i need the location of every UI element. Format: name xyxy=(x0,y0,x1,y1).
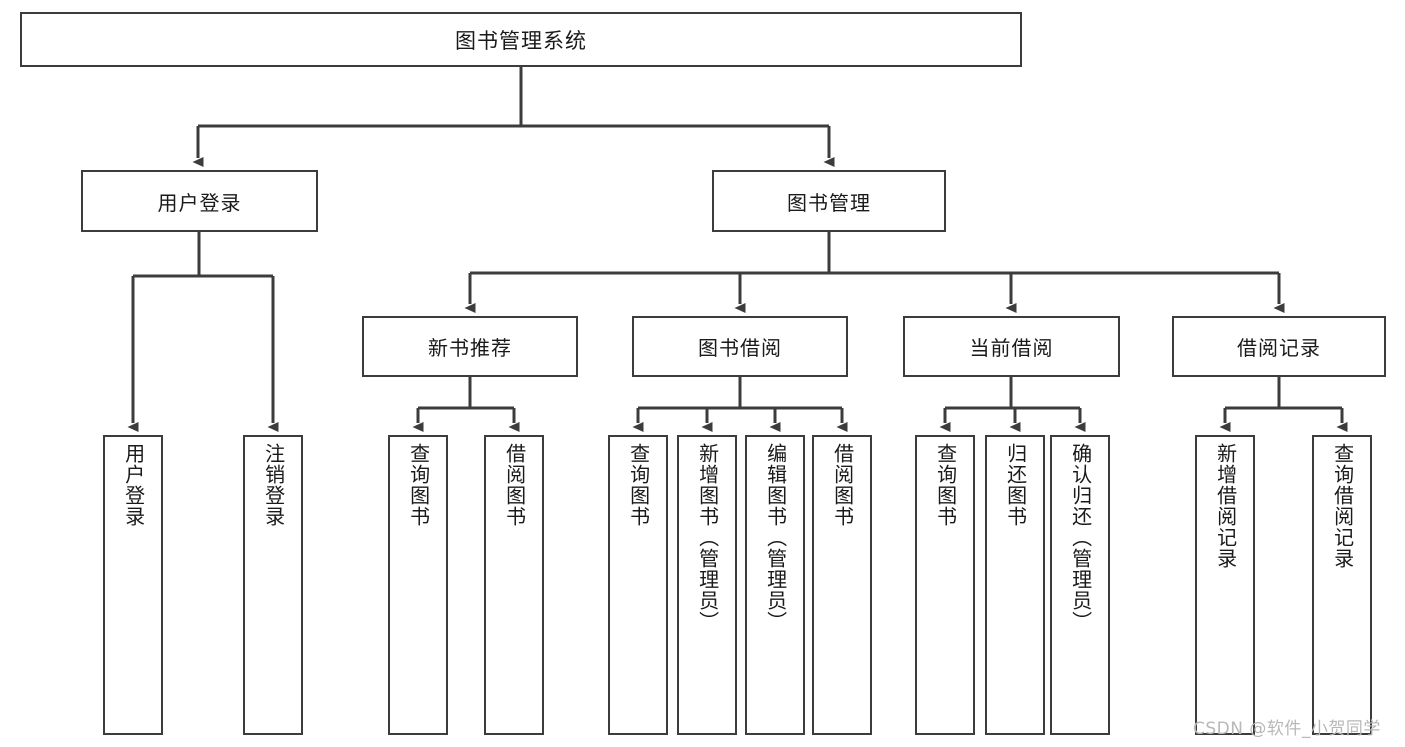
leaf-borrow-book-recommend-label: 借阅图书 xyxy=(502,443,527,527)
leaf-query-book-recommend-label: 查询图书 xyxy=(406,443,431,527)
node-borrow-record[interactable]: 借阅记录 xyxy=(1172,316,1386,377)
leaf-add-borrow-record-label: 新增借阅记录 xyxy=(1213,443,1238,569)
leaf-confirm-return-admin-label: 确认归还（管理员） xyxy=(1068,443,1093,632)
node-current-borrow[interactable]: 当前借阅 xyxy=(903,316,1120,377)
node-borrow-record-label: 借阅记录 xyxy=(1237,336,1321,360)
leaf-edit-book-admin[interactable]: 编辑图书（管理员） xyxy=(745,435,805,735)
node-book-borrow[interactable]: 图书借阅 xyxy=(632,316,848,377)
leaf-borrow-book-label: 借阅图书 xyxy=(830,443,855,527)
leaf-add-borrow-record[interactable]: 新增借阅记录 xyxy=(1195,435,1255,735)
node-root-label: 图书管理系统 xyxy=(455,28,587,53)
leaf-query-book-recommend[interactable]: 查询图书 xyxy=(388,435,448,735)
leaf-logout-label: 注销登录 xyxy=(261,443,286,527)
leaf-query-book-borrow-label: 查询图书 xyxy=(626,443,651,527)
leaf-return-book-label: 归还图书 xyxy=(1003,443,1028,527)
leaf-query-book-current-label: 查询图书 xyxy=(933,443,958,527)
leaf-query-borrow-record[interactable]: 查询借阅记录 xyxy=(1312,435,1372,735)
leaf-borrow-book[interactable]: 借阅图书 xyxy=(812,435,872,735)
leaf-edit-book-admin-label: 编辑图书（管理员） xyxy=(763,443,788,632)
node-book-management-label: 图书管理 xyxy=(787,190,871,215)
node-root[interactable]: 图书管理系统 xyxy=(20,12,1022,67)
leaf-query-book-current[interactable]: 查询图书 xyxy=(915,435,975,735)
leaf-user-login[interactable]: 用户登录 xyxy=(103,435,163,735)
leaf-add-book-admin-label: 新增图书（管理员） xyxy=(695,443,720,632)
leaf-logout[interactable]: 注销登录 xyxy=(243,435,303,735)
csdn-watermark: CSDN @软件_小贺同学 xyxy=(1193,719,1381,739)
leaf-return-book[interactable]: 归还图书 xyxy=(985,435,1045,735)
leaf-borrow-book-recommend[interactable]: 借阅图书 xyxy=(484,435,544,735)
node-book-management[interactable]: 图书管理 xyxy=(712,170,946,232)
node-user-login[interactable]: 用户登录 xyxy=(81,170,318,232)
node-new-book-recommend[interactable]: 新书推荐 xyxy=(362,316,578,377)
node-current-borrow-label: 当前借阅 xyxy=(969,336,1054,360)
node-user-login-label: 用户登录 xyxy=(157,190,242,215)
leaf-confirm-return-admin[interactable]: 确认归还（管理员） xyxy=(1050,435,1110,735)
leaf-query-book-borrow[interactable]: 查询图书 xyxy=(608,435,668,735)
leaf-query-borrow-record-label: 查询借阅记录 xyxy=(1330,443,1355,569)
node-book-borrow-label: 图书借阅 xyxy=(698,336,782,360)
leaf-add-book-admin[interactable]: 新增图书（管理员） xyxy=(677,435,737,735)
node-new-book-recommend-label: 新书推荐 xyxy=(428,336,512,360)
leaf-user-login-label: 用户登录 xyxy=(121,443,146,527)
